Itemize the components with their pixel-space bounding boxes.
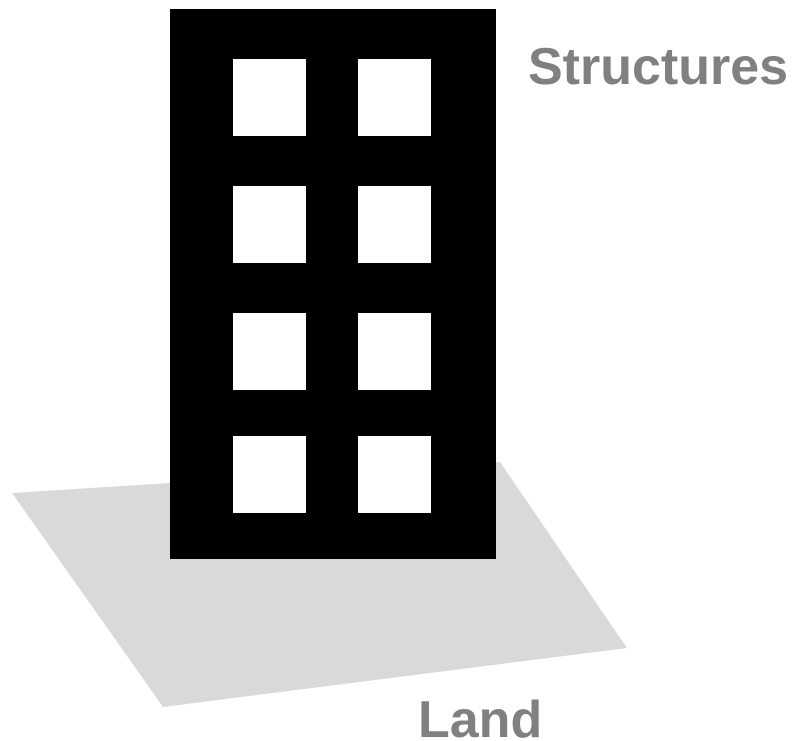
building <box>170 9 496 559</box>
building-window <box>233 436 306 513</box>
building-window <box>233 59 306 136</box>
land-label: Land <box>418 691 542 741</box>
building-window <box>358 313 431 390</box>
building-window <box>358 186 431 263</box>
building-window <box>358 436 431 513</box>
building-window <box>233 313 306 390</box>
building-window <box>233 186 306 263</box>
building-window <box>358 59 431 136</box>
structures-label: Structures <box>528 38 788 96</box>
